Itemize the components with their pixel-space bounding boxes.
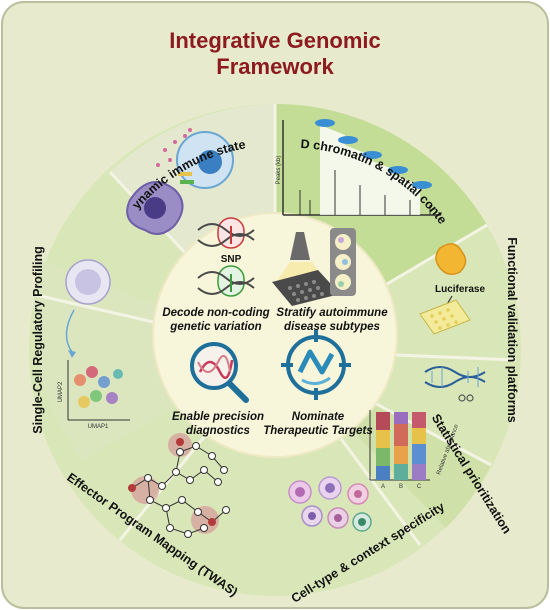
chromatin-peaks-icon: Peaks (kb) (276, 119, 440, 216)
umap-x-label: UMAP1 (88, 424, 109, 430)
network-icon (128, 433, 230, 538)
segment-highlight-singlecell (33, 260, 275, 460)
target-protein-icon (281, 330, 351, 400)
luciferase-assay-icon: Luciferase (419, 243, 485, 335)
plate-reader-icon (272, 228, 356, 306)
cell-types-icon (288, 476, 372, 532)
ring-label-singlecell: Single-Cell Regulatory Profiling (31, 246, 45, 434)
center-item-4-line-1: Nominate (292, 411, 345, 423)
peaks-axis-label: Peaks (kb) (276, 156, 282, 185)
umap-y-label: UMAP2 (58, 381, 64, 402)
center-item-1-line-1: Decode non-coding (162, 307, 269, 319)
magnifier-dna-icon (190, 342, 249, 403)
snp-dna-icon: SNP (197, 217, 255, 297)
center-item-3-line-1: Enable precision (172, 411, 264, 423)
title-line-2: Framework (216, 54, 334, 79)
bar-cat-c: C (417, 484, 422, 490)
center-item-4-line-2: Therapeutic Targets (263, 425, 373, 437)
dna-scissors-icon (424, 366, 486, 402)
center-item-2-line-1: Stratify autoimmune (276, 307, 388, 319)
snp-label: SNP (221, 254, 242, 265)
ring-label-functional: Functional validation platforms (505, 237, 519, 422)
luciferase-label: Luciferase (435, 284, 485, 295)
bar-cat-b: B (399, 484, 403, 490)
bar-cat-a: A (381, 484, 385, 490)
title-line-1: Integrative Genomic (169, 28, 381, 53)
immune-cell-icon (126, 128, 234, 235)
center-item-1-line-2: genetic variation (169, 321, 261, 333)
center-item-3-line-2: diagnostics (186, 425, 250, 437)
umap-icon: UMAP1 UMAP2 (58, 259, 130, 430)
center-item-2-line-2: disease subtypes (284, 321, 380, 333)
